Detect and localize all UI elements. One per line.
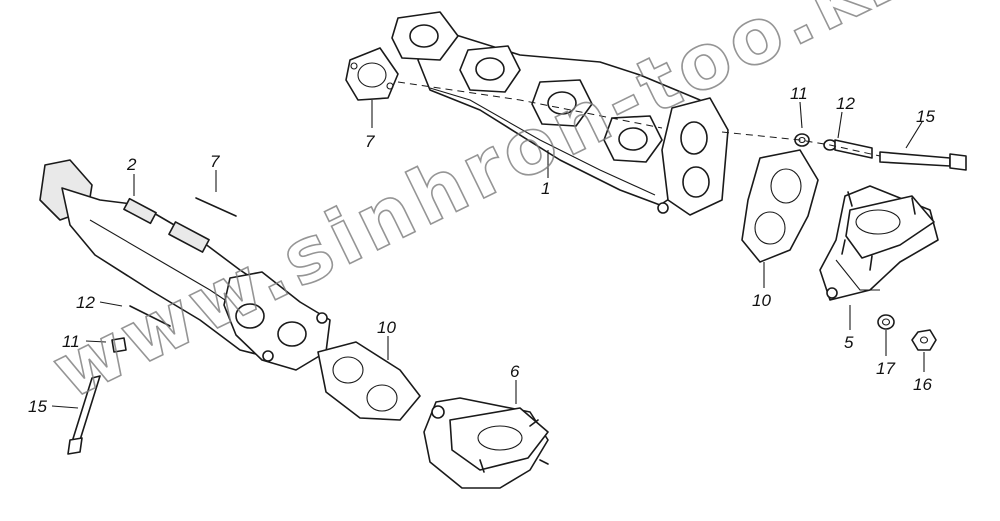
bolt-15-right bbox=[879, 151, 967, 171]
gasket-10-right bbox=[741, 149, 819, 263]
callout-15-right: 15 bbox=[916, 107, 935, 126]
callout-1: 1 bbox=[541, 179, 550, 198]
gasket-10-left bbox=[317, 341, 421, 421]
callout-11-right: 11 bbox=[790, 84, 808, 103]
callout-6: 6 bbox=[510, 362, 520, 381]
callout-15-left: 15 bbox=[28, 397, 47, 416]
manifold-port-flange bbox=[459, 45, 521, 93]
callout-16: 16 bbox=[913, 375, 932, 394]
manifold-outlet-flange bbox=[661, 97, 729, 216]
callout-7-right: 7 bbox=[365, 132, 375, 151]
exhaust-elbow-5 bbox=[819, 185, 939, 301]
callout-17: 17 bbox=[876, 359, 895, 378]
washer-11-right bbox=[794, 133, 810, 147]
callout-12-left: 12 bbox=[76, 293, 95, 312]
callout-12-right: 12 bbox=[836, 94, 855, 113]
leader-lines bbox=[51, 100, 925, 409]
exhaust-elbow-6 bbox=[423, 397, 549, 489]
washer-11-left bbox=[111, 337, 127, 353]
callout-5: 5 bbox=[844, 333, 854, 352]
stud bbox=[841, 191, 916, 271]
gasket-7-right bbox=[345, 47, 399, 101]
manifold-port-flange bbox=[391, 11, 459, 61]
stud bbox=[479, 419, 549, 473]
callout-labels: 1 2 5 6 7 7 10 10 11 11 12 12 15 15 16 1… bbox=[28, 84, 935, 416]
manifold-port-flange bbox=[531, 79, 593, 127]
spacer-12-left bbox=[129, 305, 171, 327]
gasket-7-left bbox=[195, 197, 237, 217]
assembly-axis-lines bbox=[397, 81, 881, 157]
callout-11-left: 11 bbox=[62, 332, 80, 351]
spacer-12-right bbox=[823, 139, 873, 159]
exhaust-manifold-right bbox=[391, 11, 729, 216]
manifold-port-flange bbox=[603, 115, 663, 163]
nut-16 bbox=[911, 329, 937, 351]
callout-10-right: 10 bbox=[752, 291, 771, 310]
callout-2: 2 bbox=[126, 155, 137, 174]
manifold-outlet-flange bbox=[223, 271, 331, 371]
exhaust-manifold-left bbox=[39, 159, 331, 371]
bolt-15-left bbox=[67, 375, 101, 455]
washer-17 bbox=[877, 314, 895, 330]
callout-7-left: 7 bbox=[210, 152, 220, 171]
callout-10-left: 10 bbox=[377, 318, 396, 337]
